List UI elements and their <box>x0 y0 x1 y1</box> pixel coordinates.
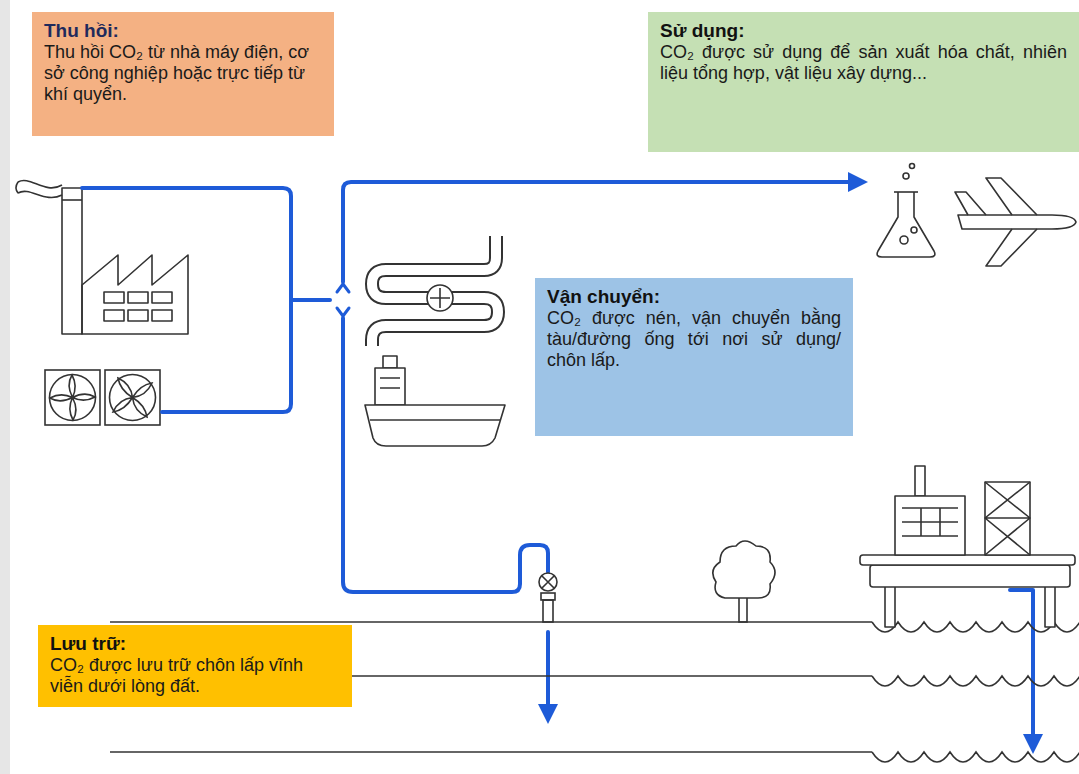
sea-wave <box>872 752 1079 762</box>
offshore-injection-arrow <box>1010 590 1033 748</box>
window <box>128 310 148 321</box>
platform-hull <box>870 565 1070 587</box>
bubble <box>900 236 908 244</box>
box-body: CO₂ được sử dụng để sản xuất hóa chất, n… <box>660 42 1067 84</box>
window <box>104 292 124 303</box>
wellhead-cap <box>541 593 555 600</box>
hull-line <box>370 419 500 421</box>
ground-line <box>110 621 872 623</box>
pipe-outline <box>372 236 498 346</box>
fan-blades <box>50 375 95 420</box>
airplane <box>955 178 1076 266</box>
fan-blades <box>113 378 152 417</box>
flask <box>877 164 935 258</box>
wings <box>986 178 1037 266</box>
split-chevrons <box>337 284 349 316</box>
ship-mast <box>383 356 397 368</box>
pipeline <box>372 236 498 346</box>
ship-cabin <box>375 368 405 405</box>
offshore-platform <box>860 466 1075 627</box>
tree-crown <box>713 541 775 598</box>
window <box>152 292 172 303</box>
flow-line <box>343 318 548 592</box>
flow-line <box>162 300 291 412</box>
valve-cross <box>542 576 554 588</box>
platform-building <box>895 496 965 555</box>
capture-box: Thu hồi:Thu hồi CO₂ từ nhà máy điện, cơ … <box>32 12 334 136</box>
fan-ring <box>50 375 96 421</box>
wellhead <box>539 573 557 622</box>
box-heading: Lưu trữ: <box>50 633 340 655</box>
window <box>104 310 124 321</box>
fan-ring <box>110 375 156 421</box>
fuselage <box>958 215 1076 229</box>
smoke <box>16 180 62 197</box>
fan-housing <box>105 370 160 425</box>
factory <box>16 180 188 334</box>
box-body: CO₂ được lưu trữ chôn lấp vĩnh viễn dưới… <box>50 655 340 697</box>
flask-rim <box>894 191 918 193</box>
platform-leg <box>885 585 895 627</box>
box-heading: Sử dụng: <box>660 20 1067 42</box>
platform-stack <box>915 466 925 496</box>
window <box>152 310 172 321</box>
window <box>128 292 148 303</box>
valve <box>539 573 557 591</box>
injection-arrow <box>546 632 550 718</box>
tail <box>955 192 986 215</box>
fan-housing <box>45 370 100 425</box>
building-windows <box>902 508 958 536</box>
box-heading: Vận chuyển: <box>547 286 841 308</box>
ground-line <box>330 675 872 677</box>
bubble <box>910 164 915 169</box>
sea-wave <box>872 676 1079 686</box>
flask-body <box>877 192 935 257</box>
platform-leg <box>1045 585 1055 627</box>
side-band <box>0 0 10 774</box>
bubble <box>911 227 917 233</box>
factory-building <box>82 255 188 334</box>
derrick-braces <box>985 482 1030 555</box>
bubble <box>903 173 909 179</box>
utilization-box: Sử dụng:CO₂ được sử dụng để sản xuất hóa… <box>648 12 1079 152</box>
ground-line <box>110 751 872 753</box>
storage-box: Lưu trữ:CO₂ được lưu trữ chôn lấp vĩnh v… <box>38 625 352 707</box>
transport-box: Vận chuyển:CO₂ được nén, vận chuyển bằng… <box>535 278 853 436</box>
pipe-valve <box>427 285 453 311</box>
tree <box>713 541 775 622</box>
box-body: CO₂ được nén, vận chuyển bằng tàu/đường … <box>547 308 841 371</box>
box-body: Thu hồi CO₂ từ nhà máy điện, cơ sở công … <box>44 42 322 105</box>
chimney-band <box>62 199 82 201</box>
pipe-valve-cross <box>430 288 450 308</box>
cabin-windows <box>380 378 400 388</box>
chimney <box>62 188 82 334</box>
box-heading: Thu hồi: <box>44 20 322 42</box>
ship-hull <box>365 405 505 446</box>
pipe-inner <box>372 236 498 346</box>
platform-deck <box>860 555 1075 565</box>
wellhead-pipe <box>543 600 553 622</box>
derrick <box>985 482 1030 555</box>
air-capture-fans <box>45 370 160 425</box>
flow-line <box>82 188 330 300</box>
ship <box>365 356 505 446</box>
